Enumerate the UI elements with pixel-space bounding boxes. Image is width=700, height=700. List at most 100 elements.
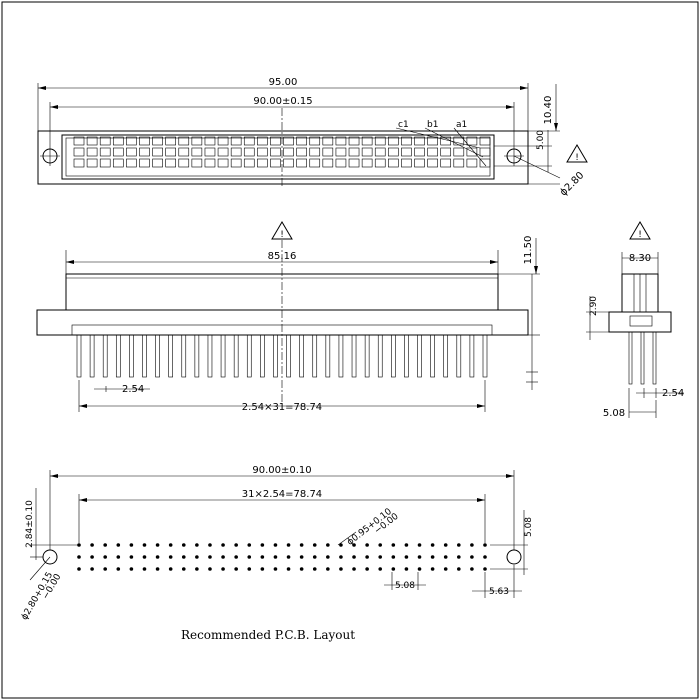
dim-arrow xyxy=(38,86,46,90)
pcb-pin-hole xyxy=(260,567,265,571)
dim-arrow xyxy=(79,404,87,408)
pcb-pin-hole xyxy=(103,567,107,571)
pin xyxy=(129,334,134,378)
contact-cavity xyxy=(73,136,85,146)
top-view-housing xyxy=(61,134,495,180)
dim-arrow xyxy=(506,105,514,109)
pcb-pin-hole xyxy=(470,567,474,571)
pcb-pin-hole xyxy=(339,543,343,547)
pin xyxy=(181,334,187,378)
contact-cavity xyxy=(191,136,203,146)
contact-cavity xyxy=(427,147,438,157)
contact-cavity xyxy=(204,158,216,168)
contact-cavity xyxy=(86,158,98,168)
pcb-pin-hole xyxy=(155,567,160,571)
pcb-pin-hole xyxy=(208,543,212,547)
contact-cavity xyxy=(270,147,281,157)
contact-cavity xyxy=(99,158,111,168)
pcb-pin-hole xyxy=(247,543,252,547)
pcb-pin-hole xyxy=(352,567,356,571)
pcb-pin-hole xyxy=(168,543,173,547)
leader-line-pin-hole xyxy=(337,531,357,546)
dim-hole-diameter: ϕ2.80 xyxy=(558,170,586,198)
pcb-pin-holes xyxy=(77,543,487,571)
contact-cavity xyxy=(348,136,360,146)
pin xyxy=(207,334,213,378)
contact-cavity xyxy=(335,158,347,168)
pcb-pin-hole xyxy=(247,555,252,559)
leader-line-mount-hole xyxy=(29,556,51,581)
dim-pin-span: 2.54×31=78.74 xyxy=(242,402,322,413)
pcb-pin-hole xyxy=(457,543,461,547)
contact-cavity xyxy=(270,136,281,146)
side-view-insert xyxy=(629,315,653,327)
pcb-pin-hole xyxy=(483,555,487,559)
pcb-pin-hole xyxy=(181,567,186,571)
front-view-flange xyxy=(36,309,529,336)
contact-cavity xyxy=(309,136,321,146)
pcb-pin-hole xyxy=(168,567,173,571)
pcb-pin-hole xyxy=(391,555,396,559)
pin xyxy=(233,334,239,378)
contact-cavity xyxy=(414,147,425,157)
pcb-pin-hole xyxy=(339,567,343,571)
pin xyxy=(286,334,291,378)
contact-cavity xyxy=(453,158,465,168)
contact-cavity xyxy=(178,136,190,146)
pcb-pin-hole xyxy=(299,543,304,547)
pin xyxy=(246,334,252,378)
pin xyxy=(469,334,475,378)
pcb-pin-hole xyxy=(168,555,173,559)
pin xyxy=(220,334,226,378)
top-view-housing-inner xyxy=(65,137,491,177)
contact-cavity xyxy=(126,158,137,168)
pcb-pin-hole xyxy=(273,555,278,559)
contact-cavity xyxy=(112,136,124,146)
warning-mark-front: ! xyxy=(280,230,284,240)
pin xyxy=(142,334,147,378)
pin xyxy=(115,334,121,378)
contact-cavity xyxy=(296,147,307,157)
contact-cavity xyxy=(270,158,281,168)
pcb-pin-hole xyxy=(116,555,121,559)
pcb-pin-hole xyxy=(247,567,252,571)
contact-cavity xyxy=(178,158,190,168)
pcb-pin-hole xyxy=(312,555,317,559)
pcb-pin-hole xyxy=(443,543,448,547)
pcb-pin-hole xyxy=(234,567,238,571)
contact-cavity xyxy=(257,147,268,157)
contact-cavity xyxy=(401,136,412,146)
contact-cavity xyxy=(466,147,478,157)
contact-cavity xyxy=(178,147,190,157)
contact-cavity xyxy=(217,136,229,146)
pcb-pin-hole xyxy=(142,567,147,571)
contact-cavity xyxy=(139,136,150,146)
pcb-pin-hole xyxy=(129,567,134,571)
pin xyxy=(482,334,488,378)
contact-cavity xyxy=(453,147,465,157)
dim-front-height: 11.50 xyxy=(523,236,534,265)
contact-cavity xyxy=(73,147,85,157)
dim-pcb-edge: 5.63 xyxy=(489,587,509,597)
pin xyxy=(76,334,82,378)
contact-cavity xyxy=(309,147,321,157)
warning-triangle-front xyxy=(271,221,293,240)
pin xyxy=(443,334,449,378)
pcb-pin-hole xyxy=(457,555,461,559)
pcb-pin-hole xyxy=(299,555,304,559)
contact-cavity xyxy=(230,158,242,168)
pin xyxy=(168,334,173,378)
contact-cavity xyxy=(99,136,111,146)
pcb-pin-hole xyxy=(391,567,396,571)
contact-cavity xyxy=(388,158,399,168)
front-view-pins xyxy=(76,334,488,378)
dim-pcb-pitch: 5.08 xyxy=(395,581,415,591)
pin xyxy=(325,334,331,378)
contact-cavity xyxy=(139,158,150,168)
contact-cavity xyxy=(479,136,491,146)
pin xyxy=(260,334,265,378)
contact-cavity xyxy=(257,158,268,168)
contact-cavity xyxy=(257,136,268,146)
dim-body-length: 85.16 xyxy=(268,251,297,262)
contact-cavity xyxy=(283,147,294,157)
